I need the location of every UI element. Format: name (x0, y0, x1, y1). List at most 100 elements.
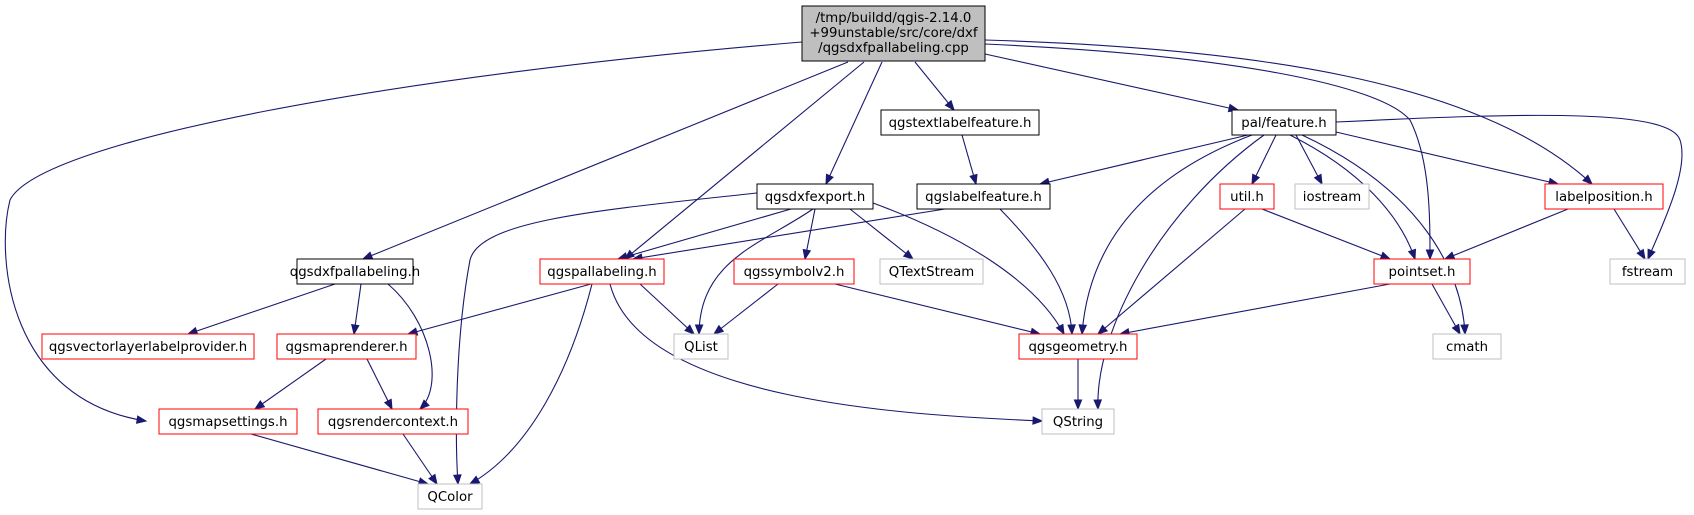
node-qgsdxfexport-h[interactable]: qgsdxfexport.h (756, 183, 874, 210)
edge-root-to-pointset_h (984, 43, 1431, 260)
arrowhead-qgspallabeling_h-to-QList (684, 324, 695, 335)
node-label: qgsdxfpallabeling.h (290, 265, 420, 280)
node-box (880, 109, 1040, 136)
node-label: qgsdxfexport.h (765, 190, 866, 205)
edge-qgsrendercontext_h-to-QColor (402, 433, 438, 485)
edge-pal_feature_h-to-pointset_h (1289, 134, 1416, 260)
node-qgspallabeling-h[interactable]: qgspallabeling.h (539, 258, 665, 285)
arrowhead-qgstextlabelfeature_h-to-qgslabelfeature_h (969, 173, 978, 186)
edge-root-to-qgsmapsettings_h (4, 41, 803, 422)
root-file-path-line: /qgsdxfpallabeling.cpp (818, 41, 969, 56)
edge-pal_feature_h-to-qgslabelfeature_h (1039, 134, 1249, 185)
edge-qgsmaprenderer_h-to-qgsmapsettings_h (254, 358, 327, 410)
node-labelposition-h[interactable]: labelposition.h (1544, 183, 1664, 210)
node-label: QTextStream (889, 265, 974, 280)
node-label: pointset.h (1389, 265, 1456, 280)
node-label: qgspallabeling.h (547, 265, 656, 280)
node-box (41, 333, 255, 360)
node-box (296, 258, 414, 285)
edge-qgslabelfeature_h-to-qgsgeometry_h (999, 208, 1073, 335)
node-box (801, 5, 986, 62)
edge-root-to-pal_feature_h (984, 53, 1239, 111)
arrowhead-util_h-to-qgsgeometry_h (1096, 324, 1109, 335)
arrowhead-pal_feature_h-to-pointset_h (1407, 248, 1417, 261)
node-iostream: iostream (1294, 183, 1370, 210)
edge-labelposition_h-to-pointset_h (1444, 208, 1569, 260)
node-box (1219, 183, 1275, 210)
node-qgsmaprenderer-h[interactable]: qgsmaprenderer.h (276, 333, 417, 360)
node-label: qgstextlabelfeature.h (889, 116, 1032, 131)
node-box (756, 183, 874, 210)
node-label: fstream (1622, 265, 1673, 280)
arrowhead-pal_feature_h-to-qgsgeometry_h (1078, 324, 1088, 336)
arrowhead-pal_feature_h-to-fstream (1647, 248, 1656, 261)
edge-pal_feature_h-to-qgsgeometry_h (1081, 134, 1253, 335)
edge-qgspallabeling_h-to-QList (639, 283, 695, 335)
edge-root-to-qgstextlabelfeature_h (914, 61, 955, 111)
edge-pointset_h-to-cmath (1431, 283, 1461, 335)
node-box (317, 408, 469, 435)
node-qgsrendercontext-h[interactable]: qgsrendercontext.h (317, 408, 469, 435)
node-label: QString (1053, 415, 1103, 430)
edge-root-to-qgspallabeling_h (624, 61, 865, 260)
edge-labelposition_h-to-fstream (1613, 208, 1646, 260)
node-qgsmapsettings-h[interactable]: qgsmapsettings.h (158, 408, 298, 435)
arrowhead-qgsdxfexport_h-to-QColor (453, 474, 462, 486)
node-QList: QList (673, 333, 729, 360)
edge-util_h-to-pointset_h (1261, 208, 1391, 260)
node-pal-feature-h[interactable]: pal/feature.h (1231, 109, 1337, 136)
edge-qgsdxfpallabeling_h-to-qgsvectorlayerlabelprovider_h (187, 283, 336, 335)
node-label: labelposition.h (1555, 190, 1652, 205)
node-qgsdxfpallabeling-h[interactable]: qgsdxfpallabeling.h (290, 258, 420, 285)
edge-pal_feature_h-to-labelposition_h (1335, 131, 1559, 185)
node-qgsvectorlayerlabelprovider-h[interactable]: qgsvectorlayerlabelprovider.h (41, 333, 255, 360)
node-qgslabelfeature-h[interactable]: qgslabelfeature.h (916, 183, 1051, 210)
node-label: qgsmapsettings.h (168, 415, 287, 430)
arrowhead-qgsdxfexport_h-to-QList (694, 324, 704, 336)
node-qgssymbolv2-h[interactable]: qgssymbolv2.h (733, 258, 855, 285)
node-label: pal/feature.h (1241, 116, 1326, 131)
node-label: iostream (1303, 190, 1361, 205)
node-label: util.h (1230, 190, 1264, 205)
node-label: QColor (427, 490, 473, 505)
edge-qgspallabeling_h-to-qgsmaprenderer_h (407, 283, 592, 335)
node-box (1231, 109, 1337, 136)
node-box (1544, 183, 1664, 210)
root-file-path-line: /tmp/buildd/qgis-2.14.0 (816, 11, 972, 26)
arrowhead-root-to-qgsdxfpallabeling_h (361, 251, 374, 260)
node-label: qgsvectorlayerlabelprovider.h (49, 340, 247, 355)
edge-qgsmapsettings_h-to-QColor (250, 433, 429, 485)
arrowhead-qgsgeometry_h-to-QString (1073, 399, 1083, 411)
node-box (539, 258, 665, 285)
arrowhead-root-to-labelposition_h (1582, 174, 1593, 185)
node-pointset-h[interactable]: pointset.h (1373, 258, 1471, 285)
edge-qgslabelfeature_h-to-qgspallabeling_h (632, 208, 946, 260)
node-box (733, 258, 855, 285)
arrowhead-labelposition_h-to-fstream (1636, 248, 1646, 261)
arrowhead-qgsdxfpallabeling_h-to-qgsmaprenderer_h (351, 324, 360, 336)
edge-pointset_h-to-qgsgeometry_h (1119, 283, 1391, 335)
edge-qgssymbolv2_h-to-QList (713, 283, 779, 335)
arrowhead-qgsmaprenderer_h-to-qgsmapsettings_h (253, 400, 266, 410)
edge-pal_feature_h-to-fstream (1335, 114, 1683, 260)
node-box (879, 258, 984, 285)
arrowhead-pointset_h-to-cmath (1451, 323, 1461, 336)
arrowhead-qgsdxfpallabeling_h-to-qgsvectorlayerlabelprovider_h (186, 326, 199, 336)
node-util-h[interactable]: util.h (1219, 183, 1275, 210)
node-QString: QString (1041, 408, 1115, 435)
edge-qgsdxfexport_h-to-QList (698, 208, 814, 335)
node-qgsgeometry-h[interactable]: qgsgeometry.h (1018, 333, 1138, 360)
arrowhead-qgsdxfexport_h-to-QTextStream (902, 249, 915, 260)
node-label: qgslabelfeature.h (925, 190, 1042, 205)
edge-util_h-to-qgsgeometry_h (1097, 208, 1246, 335)
node-box (673, 333, 729, 360)
arrowhead-qgsdxfexport_h-to-qgsgeometry_h (1055, 323, 1065, 336)
node-qgstextlabelfeature-h[interactable]: qgstextlabelfeature.h (880, 109, 1040, 136)
edge-root-to-qgsdxfexport_h (825, 61, 883, 185)
node-label: cmath (1446, 340, 1488, 355)
edge-qgsdxfexport_h-to-qgspallabeling_h (617, 208, 792, 260)
arrowhead-qgsrendercontext_h-to-QColor (428, 473, 438, 486)
arrowhead-root-to-qgsdxfexport_h (825, 173, 834, 186)
arrowhead-qgsmaprenderer_h-to-qgsrendercontext_h (383, 398, 393, 411)
